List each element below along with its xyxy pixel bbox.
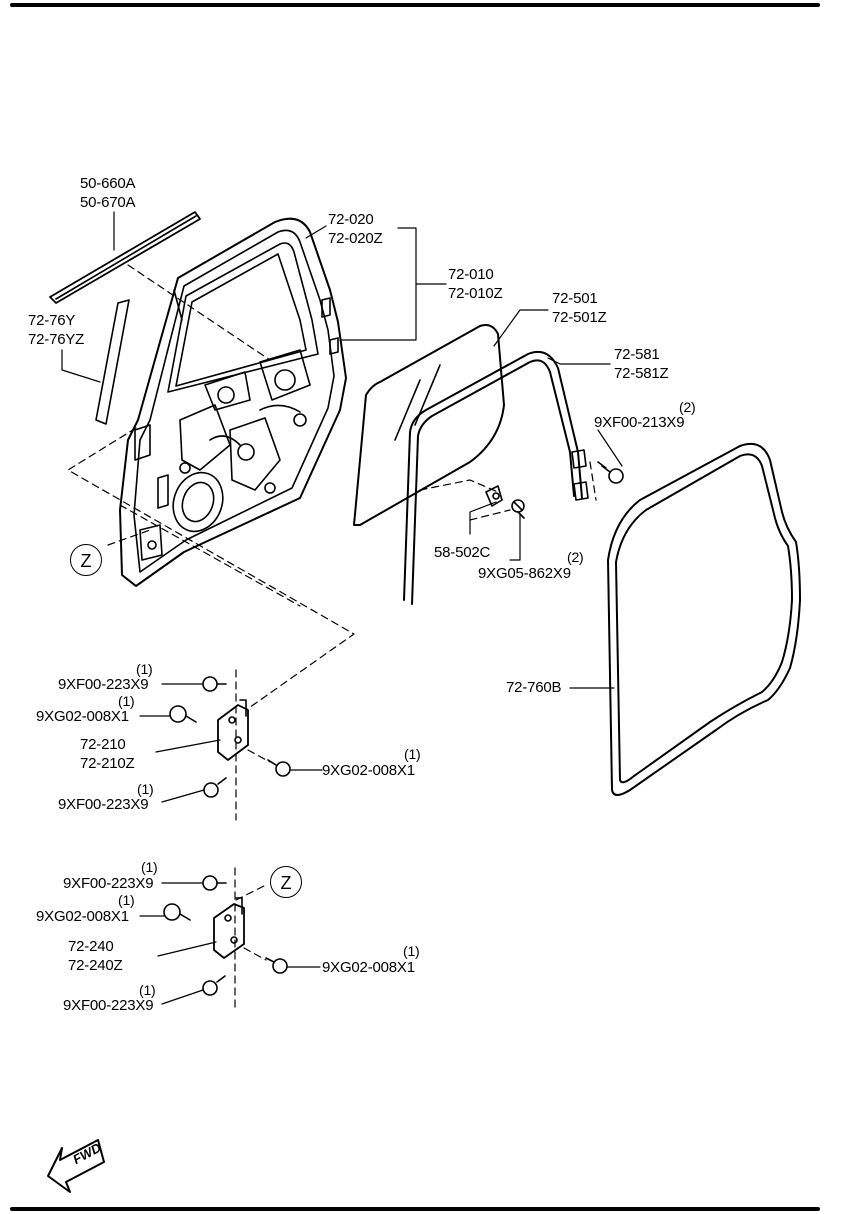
glass-screw-code: 9XG05-862X9 [478, 565, 571, 582]
lower-bolt-a-qty: (1) [141, 859, 158, 875]
upper-hinge [217, 699, 249, 761]
glass-part-number-1: 72-501 [552, 290, 598, 307]
upper-hinge-bolts [169, 676, 291, 798]
garnish-part-number-2: 50-670A [80, 194, 136, 211]
dashed-alignment-lines [67, 264, 597, 1011]
weatherstrip-part-number: 72-760B [506, 679, 562, 696]
glass-holder [485, 485, 503, 507]
fwd-arrow [47, 1139, 105, 1193]
ref-mark-z-door: Z [70, 544, 102, 576]
glass-run-part-number-1: 72-581 [614, 346, 660, 363]
lower-bolt-c-qty: (1) [403, 943, 420, 959]
upper-hinge-part-number-1: 72-210 [80, 736, 126, 753]
upper-bolt-d-qty: (1) [137, 781, 154, 797]
lower-bolt-d-code: 9XF00-223X9 [63, 997, 154, 1014]
door-weatherstrip [607, 442, 801, 796]
door-panel-part-number-2: 72-020Z [328, 230, 383, 247]
door-glass [353, 324, 505, 526]
glass-holder-part-number: 58-502C [434, 544, 491, 561]
upper-bolt-a-code: 9XF00-223X9 [58, 676, 149, 693]
run-bolt-qty: (2) [679, 399, 696, 415]
upper-bolt-b-code: 9XG02-008X1 [36, 708, 129, 725]
upper-bolt-a-qty: (1) [136, 661, 153, 677]
upper-bolt-d-code: 9XF00-223X9 [58, 796, 149, 813]
upper-hinge-part-number-2: 72-210Z [80, 755, 135, 772]
ref-mark-z-hinge: Z [270, 866, 302, 898]
glass-run-part-number-2: 72-581Z [614, 365, 669, 382]
door-panel-part-number-1: 72-020 [328, 211, 374, 228]
glass-screw [511, 499, 525, 519]
upper-bolt-c-code: 9XG02-008X1 [322, 762, 415, 779]
sash-tape-part-number-1: 72-76Y [28, 312, 76, 329]
lower-hinge-bolts [163, 875, 288, 996]
door-assy-part-number-2: 72-010Z [448, 285, 503, 302]
garnish-part-number-1: 50-660A [80, 175, 136, 192]
glass-screw-qty: (2) [567, 549, 584, 565]
lower-bolt-d-qty: (1) [139, 982, 156, 998]
door-panel-outline [119, 217, 347, 587]
run-bolt [597, 461, 624, 484]
run-bolt-code: 9XF00-213X9 [594, 414, 685, 431]
garnish-molding [49, 211, 201, 304]
lower-bolt-b-code: 9XG02-008X1 [36, 908, 129, 925]
lower-hinge [213, 897, 245, 959]
sash-tape [95, 299, 130, 425]
door-assy-part-number-1: 72-010 [448, 266, 494, 283]
lower-bolt-c-code: 9XG02-008X1 [322, 959, 415, 976]
lower-bolt-a-code: 9XF00-223X9 [63, 875, 154, 892]
lower-hinge-part-number-2: 72-240Z [68, 957, 123, 974]
upper-bolt-b-qty: (1) [118, 693, 135, 709]
lower-hinge-part-number-1: 72-240 [68, 938, 114, 955]
lower-bolt-b-qty: (1) [118, 892, 135, 908]
upper-bolt-c-qty: (1) [404, 746, 421, 762]
leader-lines [61, 211, 623, 1005]
glass-part-number-2: 72-501Z [552, 309, 607, 326]
glass-run-channel [403, 350, 589, 605]
sash-tape-part-number-2: 72-76YZ [28, 331, 85, 348]
